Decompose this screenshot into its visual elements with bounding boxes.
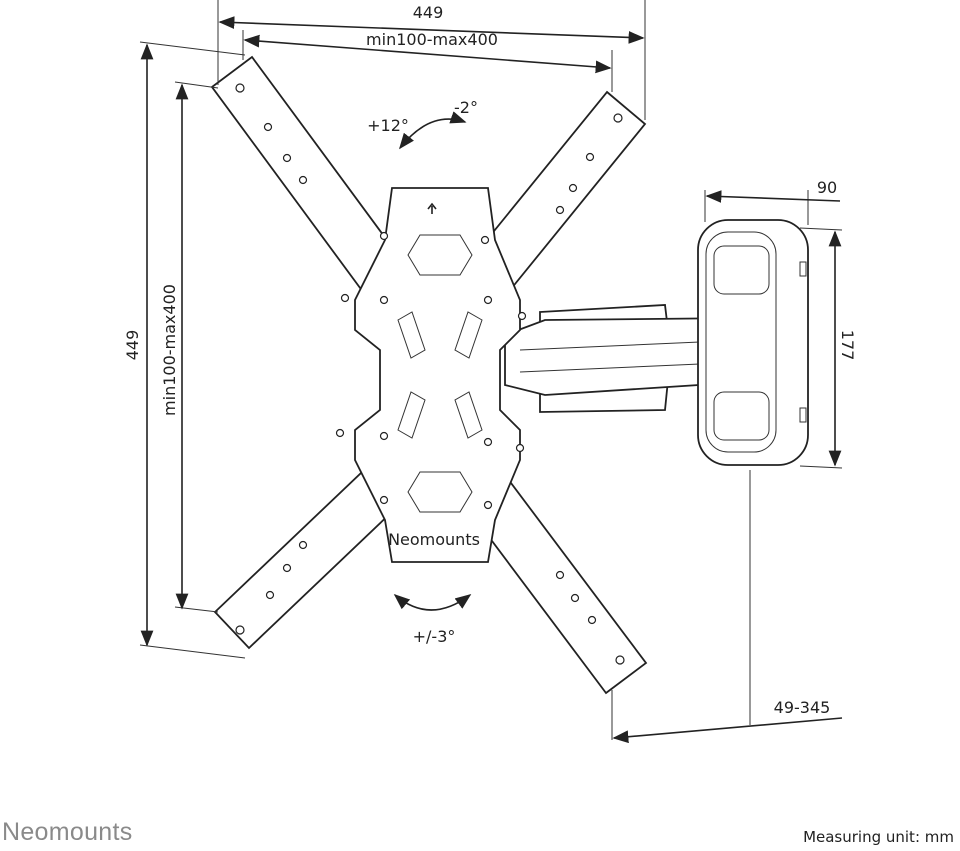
dim-wall-plate-depth: 90 bbox=[817, 178, 837, 197]
dim-top-vesa: min100-max400 bbox=[366, 30, 498, 49]
dim-top-overall: 449 bbox=[413, 3, 444, 22]
tilt-down-label: -2° bbox=[454, 98, 478, 117]
tilt-up-label: +12° bbox=[367, 116, 409, 135]
tilt-arrow bbox=[399, 111, 467, 150]
dim-left-overall: 449 bbox=[123, 330, 142, 361]
rotation-arrow bbox=[393, 593, 472, 611]
brand-logo: Neomounts bbox=[2, 818, 133, 846]
dimension-lines bbox=[139, 0, 843, 744]
dim-left-vesa: min100-max400 bbox=[160, 284, 179, 416]
mounting-holes bbox=[235, 83, 625, 665]
center-plate: Neomounts bbox=[354, 187, 521, 563]
plate-brand: Neomounts bbox=[388, 530, 480, 549]
wall-plate bbox=[697, 219, 809, 466]
dim-extension: 49-345 bbox=[774, 698, 831, 717]
unit-note: Measuring unit: mm bbox=[803, 828, 954, 846]
rotation-label: +/-3° bbox=[413, 627, 456, 646]
dim-wall-plate-height: 177 bbox=[838, 330, 857, 361]
